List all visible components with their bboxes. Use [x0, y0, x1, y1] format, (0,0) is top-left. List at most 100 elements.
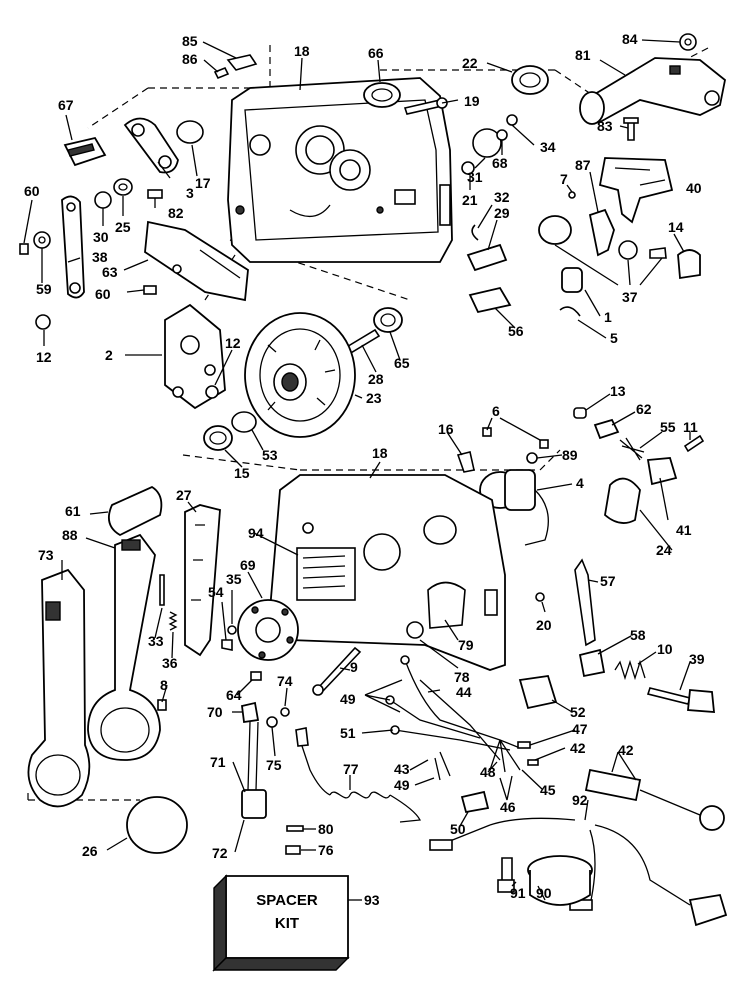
- callout: 63: [102, 264, 118, 280]
- callout: 55: [660, 419, 676, 435]
- callout: 79: [458, 637, 474, 653]
- callout: 43: [394, 761, 410, 777]
- callout: 11: [683, 419, 698, 435]
- callout: 12: [225, 335, 241, 351]
- clip-29-32: [466, 224, 508, 272]
- callout: 22: [462, 55, 478, 71]
- callout: 87: [575, 157, 591, 173]
- spacer-kit-label-line1: SPACER: [256, 892, 318, 909]
- grommet-65: [373, 307, 403, 333]
- callout: 31: [467, 169, 483, 185]
- callout: 15: [234, 465, 250, 481]
- callout: 64: [226, 687, 242, 703]
- clip-and-screw-85-86: [213, 54, 258, 80]
- callout: 70: [207, 704, 223, 720]
- nut-84: [679, 33, 697, 51]
- nut-89: [526, 452, 538, 464]
- ring-15: [203, 425, 233, 451]
- callout: 48: [480, 764, 496, 780]
- callout: 39: [689, 651, 705, 667]
- plunger-39: [646, 687, 716, 713]
- boot-90: [527, 855, 593, 906]
- small-parts-upper-right: [461, 114, 518, 175]
- callout: 47: [572, 721, 588, 737]
- callout: 73: [38, 547, 54, 563]
- callout: 20: [536, 617, 552, 633]
- cap-14: [677, 249, 701, 280]
- retaining-ring-17: [176, 120, 204, 144]
- callout: 80: [318, 821, 334, 837]
- callout: 90: [536, 885, 552, 901]
- callout: 53: [262, 447, 278, 463]
- callout: 6: [492, 403, 500, 419]
- callout: 29: [494, 205, 510, 221]
- callout: 60: [95, 286, 111, 302]
- callout: 40: [686, 180, 702, 196]
- arm-81: [579, 57, 726, 125]
- callout: 77: [343, 761, 359, 777]
- callout: 32: [494, 189, 510, 205]
- ring-53: [231, 411, 257, 433]
- callout: 83: [597, 118, 613, 134]
- callout: 85: [182, 33, 198, 49]
- leader-lines: [23, 39, 691, 901]
- handle-73: [27, 568, 91, 808]
- spacer-kit-label-line2: KIT: [275, 915, 299, 932]
- callout-numbers: 85 86 18 66 22 84 81 67 19 34 68 83 3 17…: [24, 31, 705, 908]
- callout: 25: [115, 219, 131, 235]
- callout: 42: [570, 740, 586, 756]
- callout: 57: [600, 573, 616, 589]
- callout: 35: [226, 571, 242, 587]
- callout: 84: [622, 31, 638, 47]
- spacer-kit-box: SPACER KIT: [212, 874, 350, 972]
- callout: 71: [210, 754, 226, 770]
- callout: 3: [186, 185, 194, 201]
- callout: 24: [656, 542, 672, 558]
- screw-76: [285, 845, 301, 855]
- lanyard-77: [295, 727, 422, 823]
- grip-61: [108, 485, 163, 537]
- knob-12-right: [205, 385, 219, 399]
- callout: 67: [58, 97, 74, 113]
- callout: 78: [454, 669, 470, 685]
- cable-42: [584, 768, 725, 831]
- callout: 37: [622, 289, 638, 305]
- clip-70: [241, 701, 260, 724]
- callout: 49: [340, 691, 356, 707]
- callout: 42: [618, 742, 634, 758]
- callout: 17: [195, 175, 211, 191]
- cam-plate-69: [237, 599, 299, 661]
- link-plate-3: [123, 117, 179, 174]
- callout: 68: [492, 155, 508, 171]
- clip-56: [468, 286, 512, 314]
- screw-6: [482, 427, 549, 449]
- callout: 30: [93, 229, 109, 245]
- cam-24: [604, 477, 641, 524]
- callout: 7: [560, 171, 568, 187]
- callout: 52: [570, 704, 586, 720]
- callout: 13: [610, 383, 626, 399]
- callout: 33: [148, 633, 164, 649]
- screw-33: [159, 574, 165, 606]
- clip-54: [221, 639, 233, 651]
- screw-60-lower: [143, 285, 157, 295]
- callout: 18: [294, 43, 310, 59]
- callout: 61: [65, 503, 81, 519]
- plate-63: [144, 220, 249, 302]
- callout: 93: [364, 892, 380, 908]
- callout: 50: [450, 821, 466, 837]
- screw-20: [535, 592, 545, 602]
- callout: 81: [575, 47, 591, 63]
- callout: 2: [105, 347, 113, 363]
- callout: 56: [508, 323, 524, 339]
- spring-5: [559, 306, 581, 317]
- callout: 89: [562, 447, 578, 463]
- callout: 62: [636, 401, 652, 417]
- callout: 76: [318, 842, 334, 858]
- callout: 94: [248, 525, 264, 541]
- callout: 58: [630, 627, 646, 643]
- callout: 28: [368, 371, 384, 387]
- callout: 8: [160, 677, 168, 693]
- callout: 66: [368, 45, 384, 61]
